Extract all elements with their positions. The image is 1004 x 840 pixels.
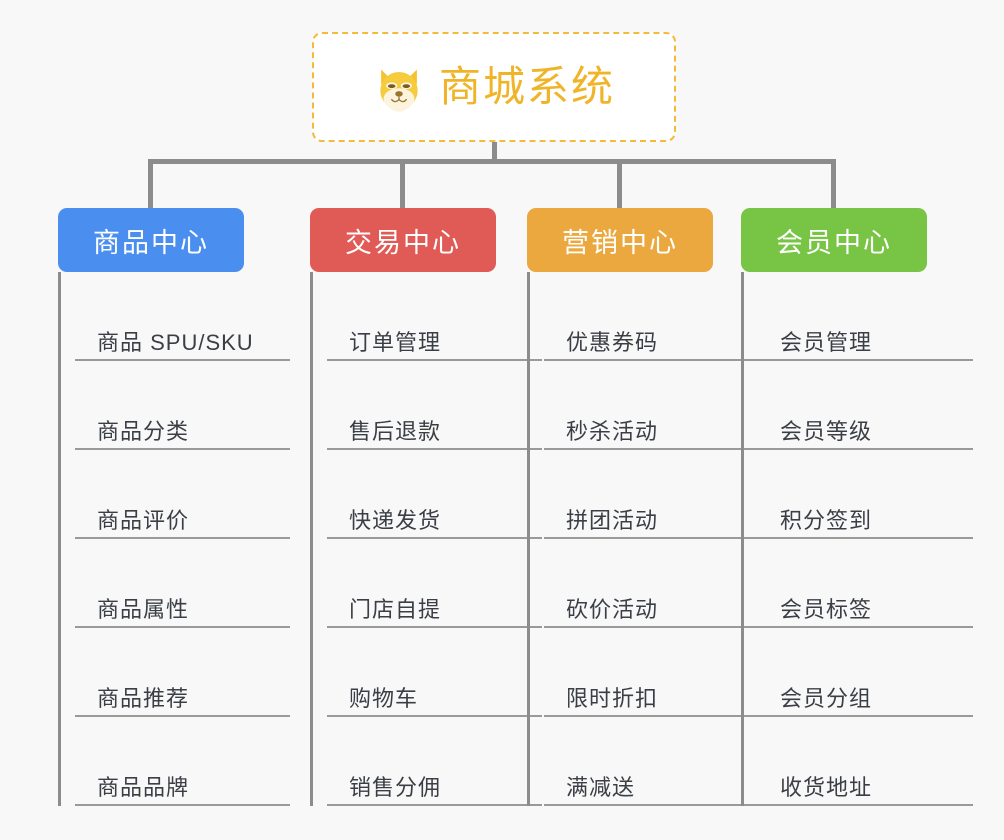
leaf-label: 商品分类 bbox=[97, 418, 190, 444]
leaf-list-product-center: 商品 SPU/SKU 商品分类 商品评价 商品属性 商品推荐 bbox=[58, 272, 290, 806]
leaf-underline: 订单管理 bbox=[327, 330, 542, 361]
list-item[interactable]: 售后退款 bbox=[327, 361, 542, 450]
leaf-underline: 商品推荐 bbox=[75, 686, 290, 717]
category-header-marketing-center[interactable]: 营销中心 bbox=[527, 208, 713, 272]
category-header-product-center[interactable]: 商品中心 bbox=[58, 208, 244, 272]
leaf-underline: 秒杀活动 bbox=[544, 419, 759, 450]
leaf-underline: 商品分类 bbox=[75, 419, 290, 450]
leaf-label: 销售分佣 bbox=[349, 774, 442, 800]
list-item[interactable]: 快递发货 bbox=[327, 450, 542, 539]
leaf-underline: 购物车 bbox=[327, 686, 542, 717]
category-label: 商品中心 bbox=[93, 227, 209, 258]
connector-horizontal-bus bbox=[148, 159, 836, 164]
list-item[interactable]: 砍价活动 bbox=[544, 539, 759, 628]
leaf-underline: 会员等级 bbox=[758, 419, 973, 450]
category-label: 营销中心 bbox=[562, 227, 678, 258]
category-label: 会员中心 bbox=[776, 227, 892, 258]
list-item[interactable]: 积分签到 bbox=[758, 450, 973, 539]
list-item[interactable]: 限时折扣 bbox=[544, 628, 759, 717]
root-title: 商城系统 bbox=[438, 63, 615, 110]
leaf-list-marketing-center: 优惠券码 秒杀活动 拼团活动 砍价活动 限时折扣 bbox=[527, 272, 759, 806]
leaf-underline: 砍价活动 bbox=[544, 597, 759, 628]
leaf-label: 优惠券码 bbox=[566, 329, 659, 355]
root-node[interactable]: 商城系统 bbox=[312, 32, 676, 142]
leaf-underline: 销售分佣 bbox=[327, 775, 542, 806]
branch-trade-center: 交易中心 订单管理 售后退款 快递发货 门店自提 bbox=[310, 208, 542, 806]
leaf-label: 商品评价 bbox=[97, 507, 190, 533]
leaf-label: 订单管理 bbox=[349, 329, 442, 355]
leaf-list-member-center: 会员管理 会员等级 积分签到 会员标签 会员分组 bbox=[741, 272, 973, 806]
leaf-label: 收货地址 bbox=[780, 774, 873, 800]
list-item[interactable]: 商品推荐 bbox=[75, 628, 290, 717]
category-header-trade-center[interactable]: 交易中心 bbox=[310, 208, 496, 272]
leaf-underline: 商品 SPU/SKU bbox=[75, 330, 290, 361]
list-item[interactable]: 商品分类 bbox=[75, 361, 290, 450]
leaf-label: 快递发货 bbox=[349, 507, 442, 533]
branch-marketing-center: 营销中心 优惠券码 秒杀活动 拼团活动 砍价活动 bbox=[527, 208, 759, 806]
leaf-label: 售后退款 bbox=[349, 418, 442, 444]
list-item[interactable]: 拼团活动 bbox=[544, 450, 759, 539]
leaf-label: 会员分组 bbox=[780, 685, 873, 711]
leaf-label: 购物车 bbox=[349, 685, 419, 711]
leaf-label: 商品属性 bbox=[97, 596, 190, 622]
leaf-underline: 积分签到 bbox=[758, 508, 973, 539]
leaf-underline: 优惠券码 bbox=[544, 330, 759, 361]
list-item[interactable]: 购物车 bbox=[327, 628, 542, 717]
leaf-label: 商品品牌 bbox=[97, 774, 190, 800]
leaf-underline: 会员分组 bbox=[758, 686, 973, 717]
category-header-member-center[interactable]: 会员中心 bbox=[741, 208, 927, 272]
list-item[interactable]: 会员等级 bbox=[758, 361, 973, 450]
leaf-label: 限时折扣 bbox=[566, 685, 659, 711]
leaf-label: 会员管理 bbox=[780, 329, 873, 355]
list-item[interactable]: 门店自提 bbox=[327, 539, 542, 628]
list-item[interactable]: 订单管理 bbox=[327, 272, 542, 361]
list-item[interactable]: 商品 SPU/SKU bbox=[75, 272, 290, 361]
list-item[interactable]: 会员管理 bbox=[758, 272, 973, 361]
list-item[interactable]: 商品评价 bbox=[75, 450, 290, 539]
leaf-underline: 拼团活动 bbox=[544, 508, 759, 539]
category-label: 交易中心 bbox=[345, 227, 461, 258]
leaf-underline: 门店自提 bbox=[327, 597, 542, 628]
leaf-label: 积分签到 bbox=[780, 507, 873, 533]
leaf-underline: 商品品牌 bbox=[75, 775, 290, 806]
list-item[interactable]: 销售分佣 bbox=[327, 717, 542, 806]
connector-drop-trade-center bbox=[400, 159, 405, 209]
leaf-label: 砍价活动 bbox=[566, 596, 659, 622]
leaf-underline: 售后退款 bbox=[327, 419, 542, 450]
leaf-underline: 商品评价 bbox=[75, 508, 290, 539]
leaf-underline: 会员管理 bbox=[758, 330, 973, 361]
connector-drop-product-center bbox=[148, 159, 153, 209]
connector-drop-member-center bbox=[831, 159, 836, 209]
leaf-label: 满减送 bbox=[566, 774, 636, 800]
leaf-underline: 限时折扣 bbox=[544, 686, 759, 717]
list-item[interactable]: 优惠券码 bbox=[544, 272, 759, 361]
leaf-underline: 满减送 bbox=[544, 775, 759, 806]
leaf-underline: 商品属性 bbox=[75, 597, 290, 628]
connector-root-stem bbox=[492, 142, 497, 162]
branch-member-center: 会员中心 会员管理 会员等级 积分签到 会员标签 bbox=[741, 208, 973, 806]
connector-drop-marketing-center bbox=[617, 159, 622, 209]
leaf-list-trade-center: 订单管理 售后退款 快递发货 门店自提 购物车 bbox=[310, 272, 542, 806]
leaf-label: 拼团活动 bbox=[566, 507, 659, 533]
leaf-label: 会员等级 bbox=[780, 418, 873, 444]
leaf-label: 门店自提 bbox=[349, 596, 442, 622]
list-item[interactable]: 收货地址 bbox=[758, 717, 973, 806]
leaf-label: 商品推荐 bbox=[97, 685, 190, 711]
list-item[interactable]: 满减送 bbox=[544, 717, 759, 806]
list-item[interactable]: 会员标签 bbox=[758, 539, 973, 628]
leaf-underline: 快递发货 bbox=[327, 508, 542, 539]
leaf-label: 商品 SPU/SKU bbox=[97, 329, 254, 355]
list-item[interactable]: 商品属性 bbox=[75, 539, 290, 628]
leaf-label: 秒杀活动 bbox=[566, 418, 659, 444]
list-item[interactable]: 商品品牌 bbox=[75, 717, 290, 806]
leaf-underline: 收货地址 bbox=[758, 775, 973, 806]
list-item[interactable]: 秒杀活动 bbox=[544, 361, 759, 450]
dog-face-icon bbox=[373, 63, 425, 115]
leaf-label: 会员标签 bbox=[780, 596, 873, 622]
branch-product-center: 商品中心 商品 SPU/SKU 商品分类 商品评价 商品属性 bbox=[58, 208, 290, 806]
leaf-underline: 会员标签 bbox=[758, 597, 973, 628]
list-item[interactable]: 会员分组 bbox=[758, 628, 973, 717]
